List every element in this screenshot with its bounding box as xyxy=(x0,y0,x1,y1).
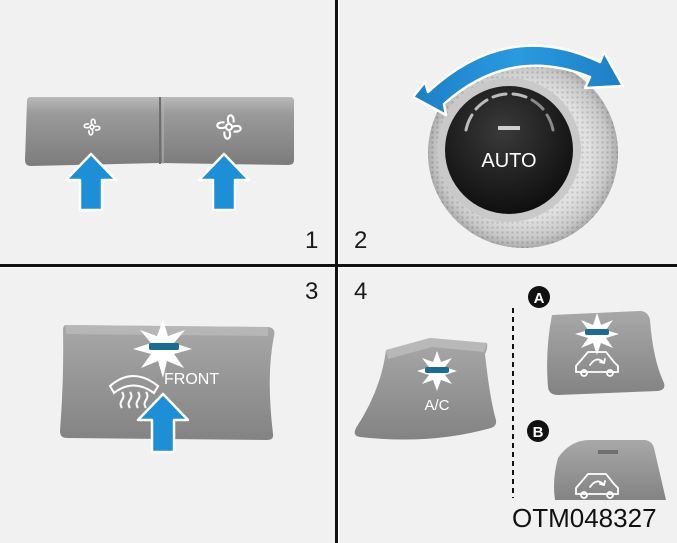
front-defrost-icon xyxy=(108,375,160,409)
fan-buttons-group xyxy=(25,97,294,212)
knob-auto-label: AUTO xyxy=(481,150,536,172)
knob-face[interactable] xyxy=(445,86,573,214)
panel-3-number: 3 xyxy=(305,278,319,305)
ac-label: A/C xyxy=(424,397,449,414)
callout-a-label: A xyxy=(534,290,545,307)
callout-b-badge xyxy=(527,420,549,442)
recirculation-off-group xyxy=(554,440,666,500)
press-arrow-icon xyxy=(136,392,190,454)
recirculation-button-off[interactable] xyxy=(554,440,666,500)
callout-b-label: B xyxy=(533,424,544,441)
ac-group: A/C xyxy=(354,338,497,440)
press-arrow-icon xyxy=(64,152,118,212)
panel-4-number: 4 xyxy=(354,278,368,305)
front-defrost-group: FRONT xyxy=(60,320,275,454)
callout-a-badge xyxy=(528,286,550,308)
front-indicator-light xyxy=(149,343,179,350)
ac-button[interactable] xyxy=(354,338,497,440)
recirculation-car-icon xyxy=(575,351,619,377)
rotate-arrow-icon xyxy=(411,44,625,117)
figure-code: OTM048327 xyxy=(512,503,657,533)
auto-knob-group: AUTO xyxy=(411,44,625,248)
fan-low-icon xyxy=(83,118,101,136)
horizontal-divider xyxy=(0,264,677,267)
recirculation-car-icon xyxy=(575,473,619,499)
front-label: FRONT xyxy=(164,371,219,388)
knob-indicator-light xyxy=(498,126,520,130)
front-defrost-button[interactable] xyxy=(60,325,275,440)
fan-high-icon xyxy=(216,114,242,140)
recirculation-on-group xyxy=(547,311,665,395)
knob-level-dashes xyxy=(464,92,555,132)
panel-2-number: 2 xyxy=(354,227,368,254)
press-arrow-icon xyxy=(197,152,251,212)
recirculation-indicator-off xyxy=(598,450,618,454)
vertical-divider xyxy=(335,0,338,543)
panel-1-number: 1 xyxy=(305,227,319,254)
fan-up-button[interactable] xyxy=(160,97,294,165)
ac-indicator-light xyxy=(425,367,449,373)
recirculation-indicator-light xyxy=(585,329,609,335)
